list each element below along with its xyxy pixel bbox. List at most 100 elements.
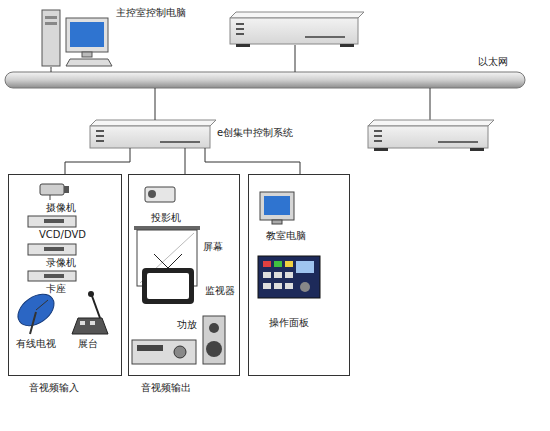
node-label: 教室电脑 [266, 230, 306, 242]
monitor-frame [66, 18, 108, 52]
deck-slot [44, 219, 64, 223]
network-wire [295, 45, 296, 72]
deck-icon [28, 216, 76, 227]
control-computer: 主控室控制电脑 [38, 5, 208, 67]
node-label: 监视器 [205, 285, 235, 297]
node-label: 卡座 [46, 283, 66, 295]
panel-button [263, 272, 271, 278]
speaker-icon [203, 316, 225, 364]
rack-device [368, 120, 494, 151]
camera-icon [40, 184, 69, 200]
camera-lens [64, 186, 69, 193]
classroom-group: 教室电脑操作面板 [248, 174, 350, 376]
node-label: 音视频输出 [141, 382, 191, 394]
rack-front [230, 18, 358, 44]
dish-feed [36, 300, 48, 310]
rack-device [230, 12, 364, 47]
panel-button [274, 272, 282, 278]
deck-body [28, 244, 76, 255]
monitor-stand [272, 220, 282, 224]
keyboard [66, 59, 112, 66]
deck-slot [44, 274, 64, 278]
drive-slot [45, 16, 57, 19]
projector-body [145, 187, 175, 202]
rack-foot [374, 148, 388, 151]
node-label: e创集中控制系统 [217, 127, 293, 139]
podium-base [72, 318, 108, 334]
monitor-stand [82, 52, 92, 57]
tv-screen [147, 273, 189, 299]
panel-button [274, 261, 282, 267]
antenna [168, 254, 182, 268]
connector-line [155, 88, 156, 120]
panel-knob [300, 282, 310, 292]
panel-button [285, 261, 293, 267]
podium-button [90, 321, 95, 325]
camera-body [40, 184, 64, 195]
panel-button [263, 261, 271, 267]
projector-lens [148, 190, 156, 198]
node-label: 录像机 [46, 257, 76, 269]
connector-line [65, 148, 130, 174]
monitor-screen [70, 22, 104, 47]
central-controller: e创集中控制系统 [90, 120, 335, 148]
control-panel-icon [258, 256, 320, 298]
node-label: 摄像机 [46, 202, 76, 214]
rack-light [374, 135, 382, 137]
classroom-computer [260, 192, 294, 224]
monitor-tv [142, 254, 194, 304]
rack-foot [236, 44, 250, 47]
node-label: 主控室控制电脑 [116, 7, 186, 19]
rack-front [90, 126, 210, 148]
node-label: 以太网 [478, 56, 508, 68]
speaker-cone [206, 341, 222, 357]
antenna [154, 254, 168, 268]
panel-display [296, 261, 314, 273]
rack-light [236, 33, 244, 35]
rack-foot [340, 44, 354, 47]
camera-mount [50, 195, 51, 200]
amplifier-icon [132, 340, 196, 364]
output-group: 投影机屏幕监视器功放音视频输出 [128, 174, 240, 376]
rack-device [90, 120, 216, 148]
rack-light [374, 140, 382, 142]
rack-light [236, 23, 244, 25]
drive-slot [45, 22, 57, 25]
amp-knob [174, 346, 186, 358]
panel-button [285, 272, 293, 278]
panel-button [274, 283, 282, 289]
mic-stem [92, 296, 100, 318]
deck-body [28, 216, 76, 227]
rack-slot [438, 141, 478, 143]
connector-line [51, 67, 52, 72]
input-group: 摄像机VCD/DVD录像机卡座有线电视展台音视频输入 [8, 174, 122, 376]
rack-slot [160, 141, 200, 143]
deck-icon [28, 244, 76, 255]
rack-light [96, 130, 104, 132]
node-label: 屏幕 [203, 241, 223, 253]
deck-slot [44, 247, 64, 251]
node-label: 操作面板 [269, 317, 309, 329]
dish [12, 288, 60, 332]
screen-bar [134, 226, 200, 230]
rack-top [368, 120, 494, 126]
speaker-body [203, 316, 225, 364]
monitor-screen [264, 196, 290, 215]
tv-body [142, 268, 194, 304]
node-label: 展台 [78, 338, 98, 350]
network-wire [430, 88, 431, 120]
connector-line [205, 148, 300, 174]
podium-icon [72, 291, 108, 334]
rack-light [374, 130, 382, 132]
ethernet-bus: 以太网 [5, 72, 525, 88]
dish-stand [30, 312, 36, 334]
mic-head [88, 291, 94, 297]
rack-light [96, 135, 104, 137]
satellite-dish [12, 288, 60, 334]
node-label: VCD/DVD [39, 229, 86, 241]
panel-button [263, 283, 271, 289]
ethernet-pipe [5, 72, 525, 88]
